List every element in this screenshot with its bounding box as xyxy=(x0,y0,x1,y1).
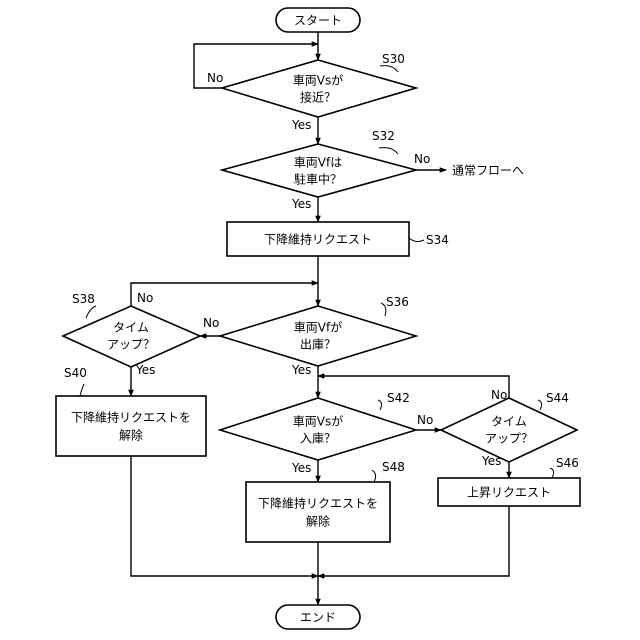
normal-flow-label: 通常フローへ xyxy=(452,164,524,178)
s42-text-line2: 入庫？ xyxy=(300,432,336,446)
process-s34: 下降維持リクエスト xyxy=(227,222,409,256)
process-s46: 上昇リクエスト xyxy=(438,478,580,506)
s46-step-label: S46 xyxy=(556,456,579,470)
s38-no-label: No xyxy=(137,291,153,305)
s38-step-label: S38 xyxy=(72,292,95,306)
s32-text-line2: 駐車中？ xyxy=(294,172,342,187)
s36-step-label: S36 xyxy=(386,295,409,309)
s46-text: 上昇リクエスト xyxy=(467,486,551,500)
end-terminal: エンド xyxy=(276,605,360,629)
process-s40: 下降維持リクエストを 解除 xyxy=(56,396,206,456)
s40-text-line1: 下降維持リクエストを xyxy=(71,410,191,425)
decision-s32: 車両Vfは 駐車中？ xyxy=(222,144,416,197)
connector-s38-no-loop xyxy=(131,283,318,306)
s44-yes-label: Yes xyxy=(481,454,501,468)
s38-text-line1: タイム xyxy=(113,321,149,335)
s44-text-line1: タイム xyxy=(491,415,527,429)
s32-step-label: S32 xyxy=(372,129,395,143)
s34-step-label: S34 xyxy=(426,233,449,247)
s44-text-line2: アップ？ xyxy=(485,432,533,446)
decision-s38: タイム アップ？ xyxy=(63,306,200,367)
s36-no-label: No xyxy=(203,316,219,330)
s48-text-line1: 下降維持リクエストを xyxy=(258,496,378,511)
s44-leader xyxy=(538,400,542,410)
s42-no-label: No xyxy=(417,413,433,427)
s30-leader xyxy=(380,66,398,72)
s32-leader xyxy=(379,148,398,154)
decision-s36: 車両Vfが 出庫？ xyxy=(220,306,416,366)
s32-text-line1: 車両Vfは xyxy=(294,156,342,170)
s34-leader xyxy=(409,238,424,242)
s40-text-line2: 解除 xyxy=(119,428,143,443)
decision-s30: 車両Vsが 接近？ xyxy=(222,60,416,117)
start-label: スタート xyxy=(294,14,342,28)
s48-step-label: S48 xyxy=(382,460,405,474)
s38-yes-label: Yes xyxy=(135,363,155,377)
s42-text-line1: 車両Vsが xyxy=(293,414,343,429)
s38-text-line2: アップ？ xyxy=(107,338,155,352)
s40-leader xyxy=(80,384,84,396)
s48-text-line2: 解除 xyxy=(306,514,330,529)
s44-no-label: No xyxy=(491,388,507,402)
s32-yes-label: Yes xyxy=(291,197,311,211)
s42-step-label: S42 xyxy=(387,391,410,405)
s42-leader xyxy=(378,400,382,410)
s30-step-label: S30 xyxy=(382,52,405,66)
s48-leader xyxy=(372,470,376,482)
decision-s42: 車両Vsが 入庫？ xyxy=(220,398,416,460)
s30-yes-label: Yes xyxy=(291,118,311,132)
end-label: エンド xyxy=(300,611,336,625)
connector-s44-no-loop xyxy=(318,376,509,398)
s32-no-label: No xyxy=(414,152,430,166)
s30-no-label: No xyxy=(207,71,223,85)
process-s48: 下降維持リクエストを 解除 xyxy=(246,482,390,542)
s44-step-label: S44 xyxy=(546,391,569,405)
s42-yes-label: Yes xyxy=(291,461,311,475)
s36-text-line2: 出庫？ xyxy=(300,338,336,352)
s30-text-line2: 接近？ xyxy=(300,90,336,105)
s46-leader xyxy=(550,468,554,478)
start-terminal: スタート xyxy=(276,8,360,32)
s30-text-line1: 車両Vsが xyxy=(293,73,343,88)
s34-text: 下降維持リクエスト xyxy=(264,232,372,247)
s40-step-label: S40 xyxy=(64,366,87,380)
s36-yes-label: Yes xyxy=(291,363,311,377)
s36-text-line1: 車両Vfが xyxy=(294,320,342,335)
decision-s44: タイム アップ？ xyxy=(441,398,577,462)
s38-leader xyxy=(86,306,96,318)
